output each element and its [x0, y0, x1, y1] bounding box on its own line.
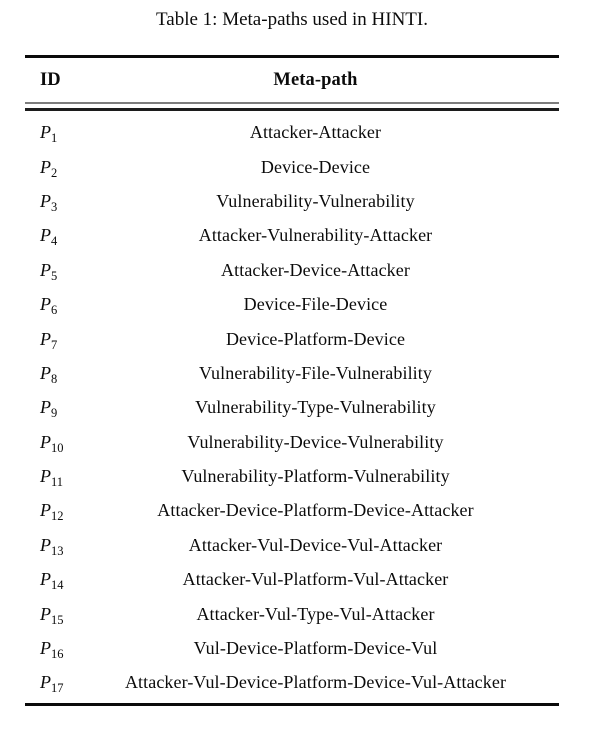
double-rule-upper-line [25, 102, 559, 104]
row-metapath: Attacker-Vul-Type-Vul-Attacker [196, 603, 435, 624]
row-id-label: P4 [40, 225, 58, 249]
row-metapath: Vulnerability-Device-Vulnerability [187, 431, 444, 452]
table-row: P5 Attacker-Device-Attacker [25, 253, 559, 287]
table-row: P4 Attacker-Vulnerability-Attacker [25, 219, 559, 253]
table-header-row: ID Meta-path [25, 58, 559, 102]
table-row: P17 Attacker-Vul-Device-Platform-Device-… [25, 666, 559, 700]
row-metapath: Vul-Device-Platform-Device-Vul [193, 638, 438, 659]
row-id-label: P3 [40, 190, 58, 214]
row-metapath: Attacker-Vul-Device-Platform-Device-Vul-… [124, 672, 507, 693]
row-id-label: P9 [40, 397, 58, 421]
row-id-label: P15 [40, 603, 64, 627]
row-metapath: Device-Device [260, 156, 371, 177]
column-header-metapath: Meta-path [273, 69, 358, 90]
row-id-label: P11 [40, 466, 64, 490]
row-id-label: P10 [40, 431, 64, 455]
table-top-rule [25, 55, 559, 58]
table-row: P2 Device-Device [25, 150, 559, 184]
table-body: P1 Attacker-Attacker P2 Device-Device P3… [25, 111, 559, 701]
table-row: P15 Attacker-Vul-Type-Vul-Attacker [25, 597, 559, 631]
header-separator-double-rule [25, 102, 559, 111]
row-metapath: Attacker-Device-Platform-Device-Attacker [157, 500, 474, 521]
row-id-label: P14 [40, 569, 64, 593]
row-metapath: Attacker-Vul-Device-Vul-Attacker [188, 534, 443, 555]
table-row: P1 Attacker-Attacker [25, 116, 559, 150]
row-metapath: Device-File-Device [243, 294, 388, 315]
table-bottom-rule [25, 703, 559, 707]
table-caption: Table 1: Meta-paths used in HINTI. [156, 9, 428, 30]
row-id-label: P7 [40, 328, 58, 352]
meta-path-table: ID Meta-path P1 Attacker-Attacker P2 Dev… [25, 55, 559, 707]
table-row: P6 Device-File-Device [25, 287, 559, 321]
table-row: P9 Vulnerability-Type-Vulnerability [25, 391, 559, 425]
row-id-label: P12 [40, 500, 64, 524]
table-row: P13 Attacker-Vul-Device-Vul-Attacker [25, 528, 559, 562]
row-id-label: P5 [40, 259, 58, 283]
column-header-id: ID [40, 69, 61, 90]
row-metapath: Attacker-Vul-Platform-Vul-Attacker [182, 569, 449, 590]
row-id-label: P17 [40, 672, 64, 696]
row-metapath: Device-Platform-Device [225, 328, 406, 349]
row-metapath: Attacker-Device-Attacker [221, 259, 410, 280]
table-row: P7 Device-Platform-Device [25, 322, 559, 356]
row-metapath: Vulnerability-Type-Vulnerability [195, 397, 436, 418]
table-row: P12 Attacker-Device-Platform-Device-Atta… [25, 494, 559, 528]
row-id-label: P8 [40, 362, 58, 386]
row-metapath: Vulnerability-Vulnerability [216, 190, 415, 211]
table-row: P16 Vul-Device-Platform-Device-Vul [25, 631, 559, 665]
row-metapath: Attacker-Attacker [249, 122, 382, 143]
table-row: P8 Vulnerability-File-Vulnerability [25, 356, 559, 390]
row-metapath: Attacker-Vulnerability-Attacker [198, 225, 433, 246]
table-row: P14 Attacker-Vul-Platform-Vul-Attacker [25, 563, 559, 597]
row-id-label: P16 [40, 638, 64, 662]
double-rule-lower-line [25, 108, 559, 111]
row-id-label: P13 [40, 534, 64, 558]
table-row: P10 Vulnerability-Device-Vulnerability [25, 425, 559, 459]
row-id-label: P6 [40, 294, 58, 318]
row-id-label: P1 [40, 122, 58, 146]
table-row: P11 Vulnerability-Platform-Vulnerability [25, 459, 559, 493]
table-row: P3 Vulnerability-Vulnerability [25, 184, 559, 218]
row-id-label: P2 [40, 156, 58, 180]
row-metapath: Vulnerability-Platform-Vulnerability [181, 466, 450, 487]
row-metapath: Vulnerability-File-Vulnerability [199, 362, 432, 383]
